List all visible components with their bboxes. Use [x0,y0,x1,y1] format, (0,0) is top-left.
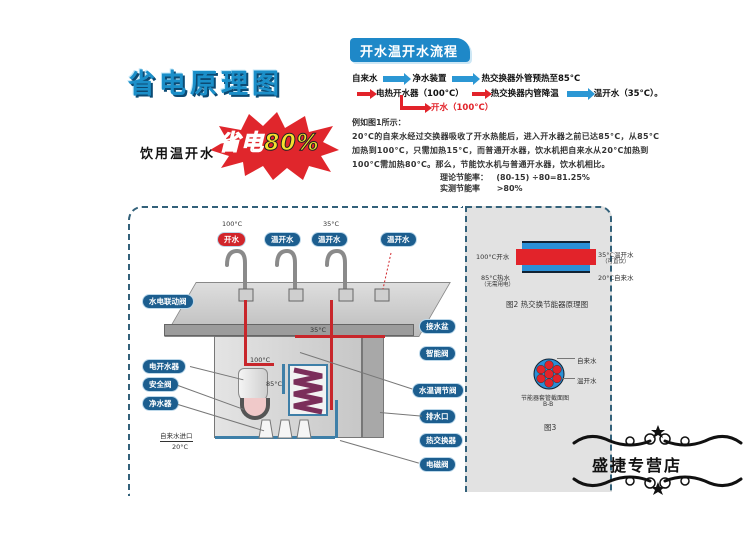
inlet-temp: 20°C [172,443,189,451]
fig2-hot-water: 85°C热水 [481,274,511,282]
label-smart-valve: 智能阀 [420,347,455,360]
fig3-caption: 图3 [544,423,557,432]
cross-section-icon [533,358,565,390]
savings-badge: 省电80% [217,125,320,157]
badge-text: 省电 [217,130,265,157]
label-water-purifier: 净水器 [143,397,178,410]
preheat-temp: 85°C [266,380,283,388]
example-heading: 例如图1所示： [352,118,406,127]
tap-label-warm: 温开水 [381,233,416,246]
label-heat-exchanger: 热交换器 [420,434,462,447]
fig2-in-hot: 100°C开水 [476,253,510,261]
fig2-out-warm-note: （可直饮） [602,259,630,265]
tap-label-warm: 温开水 [312,233,347,246]
heat-exchanger-coil-icon [288,364,328,416]
theory-label: 理论节能率： [440,173,488,182]
faucet-icons [225,248,392,302]
page-title: 省电原理图 [128,69,283,100]
label-drain: 排水口 [420,410,455,423]
label-sink-basin: 接水盆 [420,320,455,333]
tap-label-warm: 温开水 [265,233,300,246]
boiler-temp: 100°C [250,356,271,364]
fig3-label-warm: 温开水 [577,377,597,385]
ornament-frame-icon [572,425,743,495]
flow-title: 开水温开水流程 [350,38,470,62]
example-text: 例如图1所示： 20°C的自来水经过交换器吸收了开水热能后，进入开水器之前已达8… [352,116,662,172]
exchanger-inner-tube [516,249,596,265]
example-paragraph: 20°C的自来水经过交换器吸收了开水热能后，进入开水器之前已达85°C，从85°… [352,132,660,169]
counter-temp: 35°C [310,326,327,334]
flow-line-1: 自来水 净水装置 热交换器外管预热至85°C [352,72,581,85]
leader-line [562,378,575,379]
cold-pipe [215,436,335,439]
starburst-badge-icon [210,112,339,180]
arrow-right-icon [382,72,411,85]
arrow-right-icon [451,72,480,85]
fig3-section-title: 节能器套管截面图 [521,395,570,402]
inlet-label: 自来水进口 [160,432,193,442]
fig2-caption: 图2 热交换节能器原理图 [506,300,589,309]
hot-pipe [244,300,247,365]
diagram-panel [128,206,463,496]
fig3-section-id: B-B [543,401,554,408]
flow-step-boiling: 开水（100°C） [431,103,494,113]
arrow-right-icon [471,88,492,99]
measured-value: >80% [496,184,523,193]
label-safety-valve: 安全阀 [143,378,178,391]
fig2-cold-in: 20°C自来水 [598,274,634,282]
cold-pipe [335,400,338,438]
flow-step: 温开水（35°C）。 [593,89,663,99]
flow-step: 热交换器外管预热至85°C [481,74,581,84]
fig2-out-warm: 35°C温开水 [598,251,634,259]
theory-value: (80-15) ÷80=81.25% [496,173,590,182]
flow-line-2: 电热开水器（100°C） 热交换器内管降温 温开水（35°C）。 [352,87,663,100]
warm-pipe [295,335,385,338]
flow-step: 热交换器内管降温 [490,89,559,99]
flow-branch-line [400,95,403,107]
temp-warm: 35°C [323,220,340,228]
subtitle: 饮用温开水 [140,147,216,162]
warm-pipe [330,300,333,410]
measured-label: 实测节能率 [440,184,480,193]
preheat-pipe [282,364,285,394]
badge-value: 80% [264,131,320,157]
leader-line [557,358,575,359]
shop-name: 盛捷专营店 [592,456,683,475]
counter-edge [164,324,414,336]
filter-icons [258,419,312,439]
fig3-label-cold: 自来水 [577,357,597,365]
hot-pipe [244,363,274,366]
flow-step: 净水装置 [412,74,447,84]
label-water-power-valve: 水电联动阀 [143,295,193,308]
label-electric-boiler: 电开水器 [143,360,185,373]
arrow-right-icon [357,88,377,99]
temp-hot: 100°C [222,220,243,228]
flow-step: 自来水 [352,74,378,84]
label-temp-regulator: 水温调节阀 [413,384,463,397]
savings-calc: 理论节能率： (80-15) ÷80=81.25% 实测节能率 >80% [440,172,590,194]
arrow-right-icon [566,87,595,100]
tap-label-boiling: 开水 [218,233,245,246]
cabinet-side [362,336,384,438]
label-solenoid-valve: 电磁阀 [420,458,455,471]
flow-line-3: 开水（100°C） [400,101,493,113]
fig2-hot-water-note: （无需用电） [481,282,515,288]
arrow-right-icon [400,102,432,113]
flow-step: 电热开水器（100°C） [376,89,464,99]
